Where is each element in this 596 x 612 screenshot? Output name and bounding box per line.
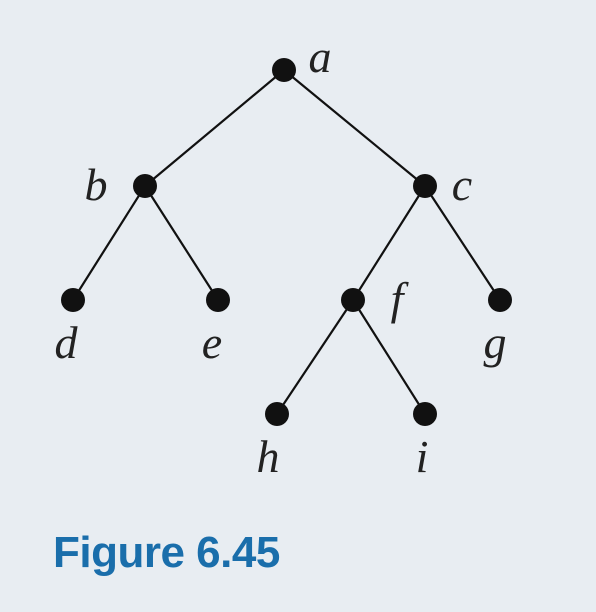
node-h xyxy=(265,402,289,426)
node-label-f: f xyxy=(391,273,410,324)
node-label-c: c xyxy=(452,159,472,210)
node-e xyxy=(206,288,230,312)
node-g xyxy=(488,288,512,312)
figure-caption: Figure 6.45 xyxy=(53,528,280,577)
node-label-d: d xyxy=(55,317,79,368)
node-d xyxy=(61,288,85,312)
edge-a-c xyxy=(282,68,427,188)
node-f xyxy=(341,288,365,312)
node-b xyxy=(133,174,157,198)
tree-nodes xyxy=(61,58,512,426)
node-label-g: g xyxy=(484,317,507,368)
node-label-b: b xyxy=(85,159,108,210)
node-label-e: e xyxy=(202,317,222,368)
node-label-a: a xyxy=(309,31,332,82)
node-label-h: h xyxy=(257,431,280,482)
tree-edges xyxy=(71,68,502,416)
edge-b-e xyxy=(143,184,220,302)
edge-a-b xyxy=(143,68,286,188)
edge-f-i xyxy=(351,298,427,416)
edge-b-d xyxy=(71,184,147,302)
node-a xyxy=(272,58,296,82)
node-i xyxy=(413,402,437,426)
edge-f-h xyxy=(275,298,355,416)
edge-c-f xyxy=(351,184,427,302)
node-label-i: i xyxy=(416,431,429,482)
node-c xyxy=(413,174,437,198)
edge-c-g xyxy=(423,184,502,302)
